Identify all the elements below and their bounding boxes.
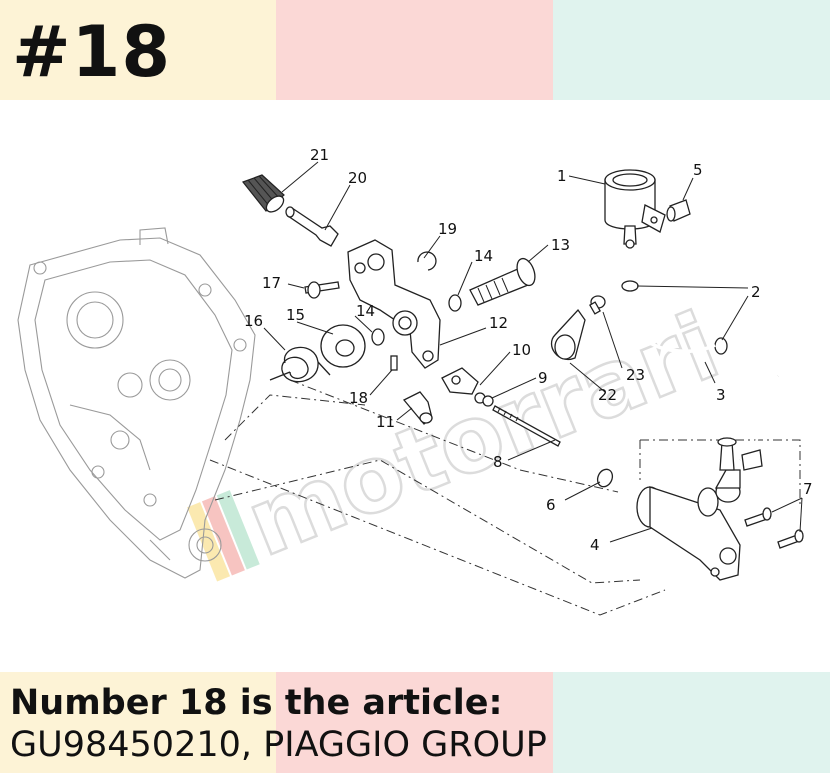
part-22-clamp xyxy=(550,308,586,361)
part-7-bolts xyxy=(744,507,804,549)
part-11-fork xyxy=(402,391,433,425)
label-15: 15 xyxy=(286,306,305,324)
centre-lines xyxy=(209,379,801,616)
part-23-bolt xyxy=(589,295,606,315)
header-band-pink xyxy=(276,0,553,100)
header-band-yellow xyxy=(0,0,276,100)
label-23: 23 xyxy=(626,366,645,384)
label-8: 8 xyxy=(493,453,503,471)
part-8-push-rod xyxy=(492,405,561,447)
part-18-small-pin xyxy=(390,355,398,371)
label-5: 5 xyxy=(693,161,703,179)
part-13-shaft xyxy=(469,257,536,306)
label-3: 3 xyxy=(716,386,726,404)
part-15-washer xyxy=(320,324,366,368)
leader-lines xyxy=(263,161,803,543)
part-labels: 1 2 3 4 5 6 7 8 9 10 11 12 13 14 14 15 1… xyxy=(244,146,813,554)
exploded-parts-diagram: motorrari xyxy=(17,146,813,616)
label-21: 21 xyxy=(310,146,329,164)
part-5-cap xyxy=(666,199,691,222)
part-17-screw xyxy=(304,281,340,299)
brake-pipe xyxy=(717,374,779,471)
part-14-o-ring-upper xyxy=(448,294,462,312)
part-14-o-ring-lower xyxy=(371,328,385,346)
label-20: 20 xyxy=(348,169,367,187)
header-band-mint xyxy=(553,0,830,100)
part-10-clevis xyxy=(441,367,479,395)
part-3-hose-inner xyxy=(623,291,716,353)
caption-band-yellow xyxy=(0,672,276,773)
label-1: 1 xyxy=(557,167,567,185)
label-19: 19 xyxy=(438,220,457,238)
part-9-nut xyxy=(474,392,494,407)
label-14a: 14 xyxy=(474,247,493,265)
part-12-clutch-lever xyxy=(347,239,441,369)
label-16: 16 xyxy=(244,312,263,330)
label-9: 9 xyxy=(538,369,548,387)
engine-casing xyxy=(17,227,256,579)
part-1-reservoir xyxy=(604,169,666,249)
part-19-circlip xyxy=(417,251,437,271)
part-number-badge: #18 xyxy=(12,11,172,93)
part-16-spring xyxy=(269,346,331,383)
caption-article-number: GU98450210, PIAGGIO GROUP xyxy=(10,725,547,765)
watermark-text: motorrari xyxy=(233,292,733,577)
caption-band-mint xyxy=(553,672,830,773)
label-22: 22 xyxy=(598,386,617,404)
caption-band xyxy=(0,672,830,773)
label-17: 17 xyxy=(262,274,281,292)
part-4-master-cylinder xyxy=(636,469,741,581)
label-13: 13 xyxy=(551,236,570,254)
label-2: 2 xyxy=(751,283,761,301)
watermark-stripes xyxy=(187,490,260,582)
label-12: 12 xyxy=(489,314,508,332)
label-11: 11 xyxy=(376,413,395,431)
part-6-circlip xyxy=(596,468,614,488)
part-20-pin xyxy=(285,206,339,247)
label-10: 10 xyxy=(512,341,531,359)
caption-heading: Number 18 is the article: xyxy=(10,683,503,723)
part-21-rubber-boot xyxy=(242,174,285,213)
label-6: 6 xyxy=(546,496,556,514)
label-4: 4 xyxy=(590,536,600,554)
label-18: 18 xyxy=(349,389,368,407)
header-band xyxy=(0,0,830,100)
label-7: 7 xyxy=(803,480,813,498)
caption-band-pink xyxy=(276,672,553,773)
label-14b: 14 xyxy=(356,302,375,320)
